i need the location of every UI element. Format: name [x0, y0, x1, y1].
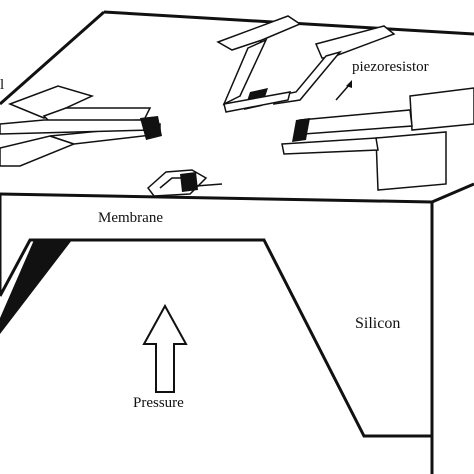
pad-upper-right	[314, 25, 396, 59]
pad-right-lower	[375, 131, 447, 191]
pressure-label: Pressure	[133, 395, 184, 411]
pad-right-upper	[409, 87, 474, 131]
silicon-label: Silicon	[355, 315, 401, 332]
pad-left-lower	[0, 135, 77, 167]
trace-right-lower	[281, 137, 379, 155]
chip-top-back-edge	[0, 10, 105, 106]
trace-upper-stem	[222, 38, 268, 106]
chip-side-top-edge	[431, 182, 474, 204]
cavity-left-shadow	[0, 240, 72, 334]
piezoresistor-upper-base	[223, 91, 292, 113]
trace-upper-right-stem	[272, 50, 343, 105]
trace-bottom-extension	[195, 183, 223, 187]
piezoresistor-bottom	[180, 172, 198, 192]
piezoresistor-left	[140, 116, 162, 140]
pad-upper-center	[216, 15, 302, 51]
piezoresistor-pointer-arrow-shaft	[335, 83, 351, 101]
piezoresistor-pointer-arrow-head	[346, 80, 352, 88]
cavity-outline	[0, 238, 432, 438]
pressure-arrow	[142, 303, 188, 393]
chip-top-front-edge	[0, 192, 433, 204]
piezoresistor-label: piezoresistor	[352, 59, 429, 75]
left-edge-label: l	[0, 77, 5, 93]
piezoresistor-right	[292, 118, 310, 142]
membrane-label: Membrane	[98, 210, 163, 226]
pad-left-upper	[7, 85, 95, 119]
